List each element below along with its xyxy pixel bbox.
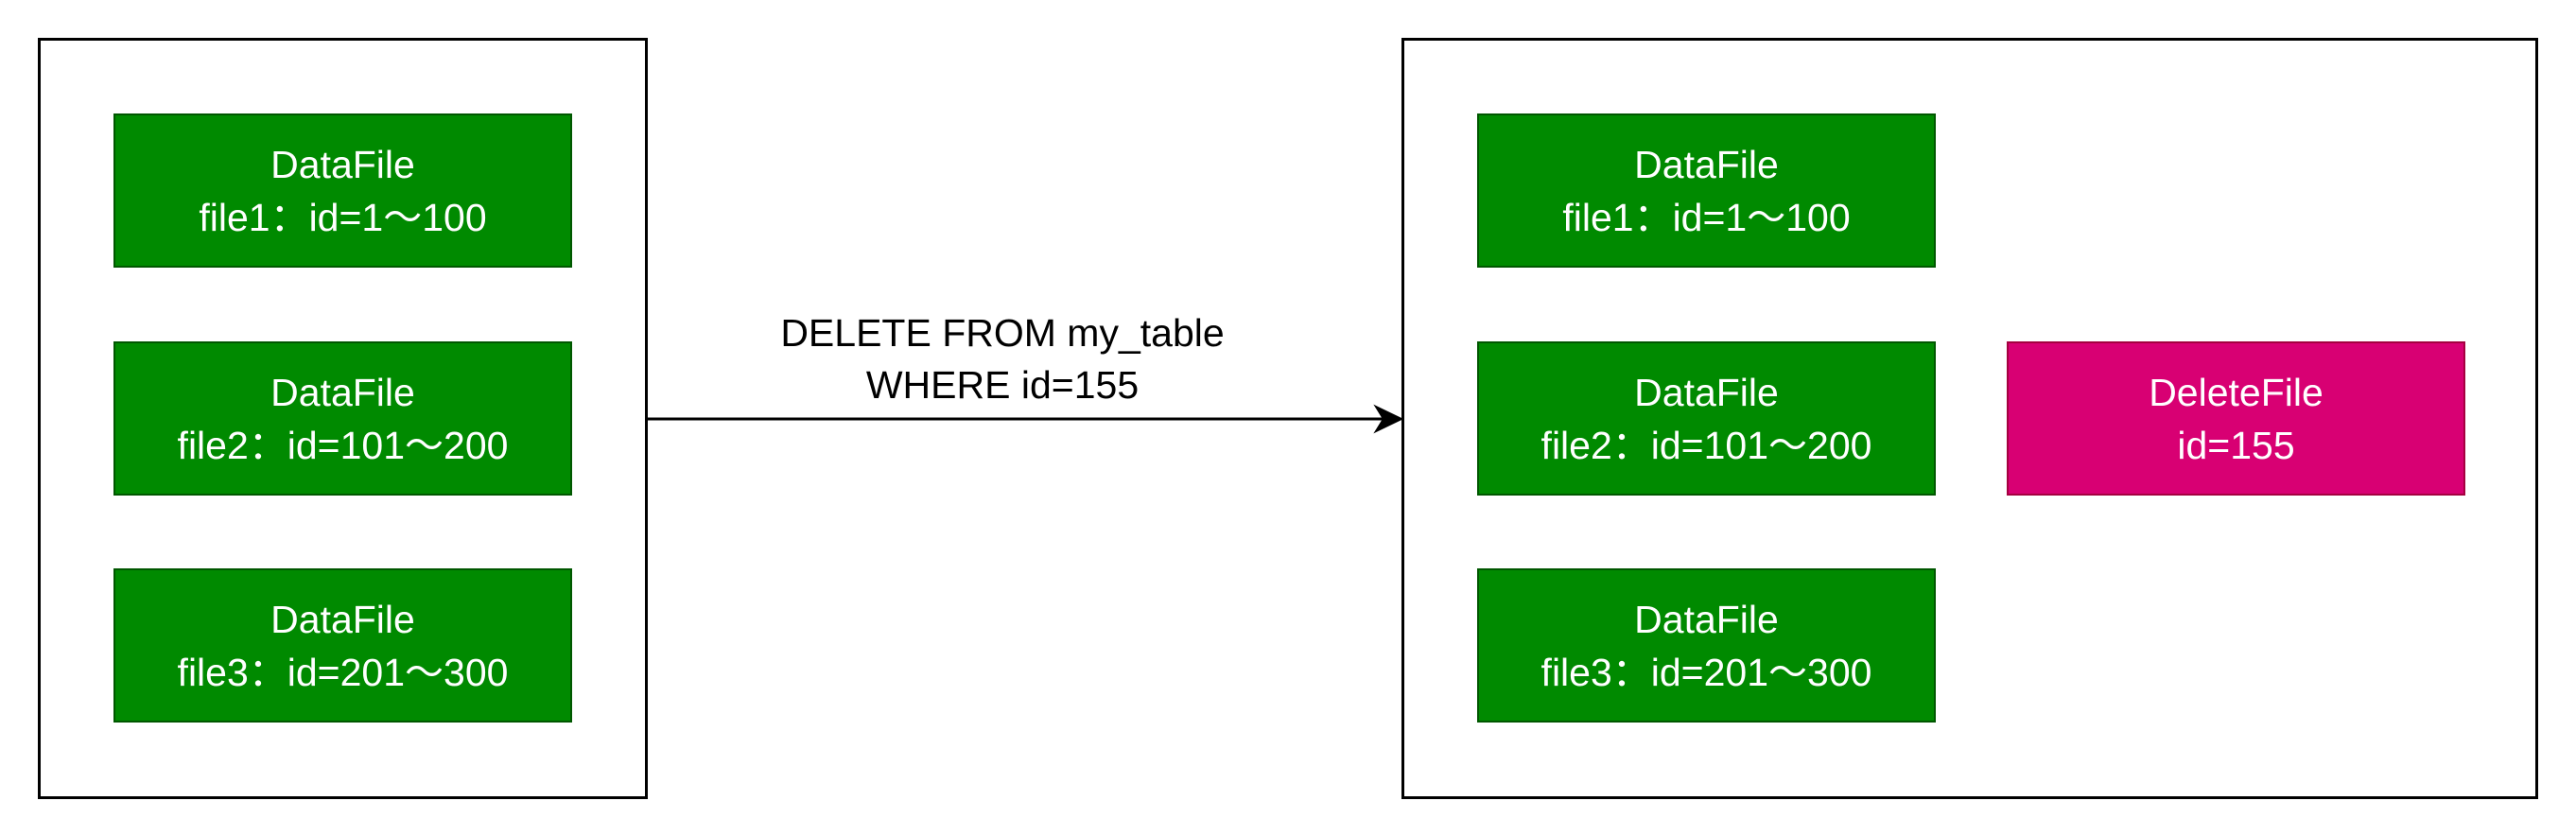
sql-line-1: DELETE FROM my_table [780, 311, 1225, 355]
data-file-box: DataFile file3：id=201～300 [113, 568, 572, 723]
delete-id-label: id=155 [2177, 423, 2295, 467]
file-type-label: DataFile [270, 597, 415, 641]
data-file-box: DataFile file3：id=201～300 [1477, 568, 1936, 723]
file-range-label: file3：id=201～300 [1540, 650, 1872, 694]
file-type-label: DataFile [1634, 370, 1779, 414]
file-type-label: DeleteFile [2149, 370, 2324, 414]
file-range-label: file2：id=101～200 [1540, 423, 1872, 467]
file-range-label: file1：id=1～100 [1562, 195, 1851, 239]
file-range-label: file2：id=101～200 [177, 423, 509, 467]
file-type-label: DataFile [1634, 142, 1779, 186]
data-file-box: DataFile file1：id=1～100 [1477, 113, 1936, 268]
file-type-label: DataFile [270, 142, 415, 186]
file-range-label: file1：id=1～100 [199, 195, 487, 239]
arrow-head [1373, 404, 1404, 434]
data-file-box: DataFile file2：id=101～200 [113, 341, 572, 496]
file-type-label: DataFile [270, 370, 415, 414]
data-file-box: DataFile file1：id=1～100 [113, 113, 572, 268]
file-range-label: file3：id=201～300 [177, 650, 509, 694]
file-type-label: DataFile [1634, 597, 1779, 641]
sql-statement-label: DELETE FROM my_table WHERE id=155 [719, 307, 1286, 411]
data-file-box: DataFile file2：id=101～200 [1477, 341, 1936, 496]
delete-file-box: DeleteFile id=155 [2007, 341, 2465, 496]
sql-line-2: WHERE id=155 [865, 363, 1140, 407]
